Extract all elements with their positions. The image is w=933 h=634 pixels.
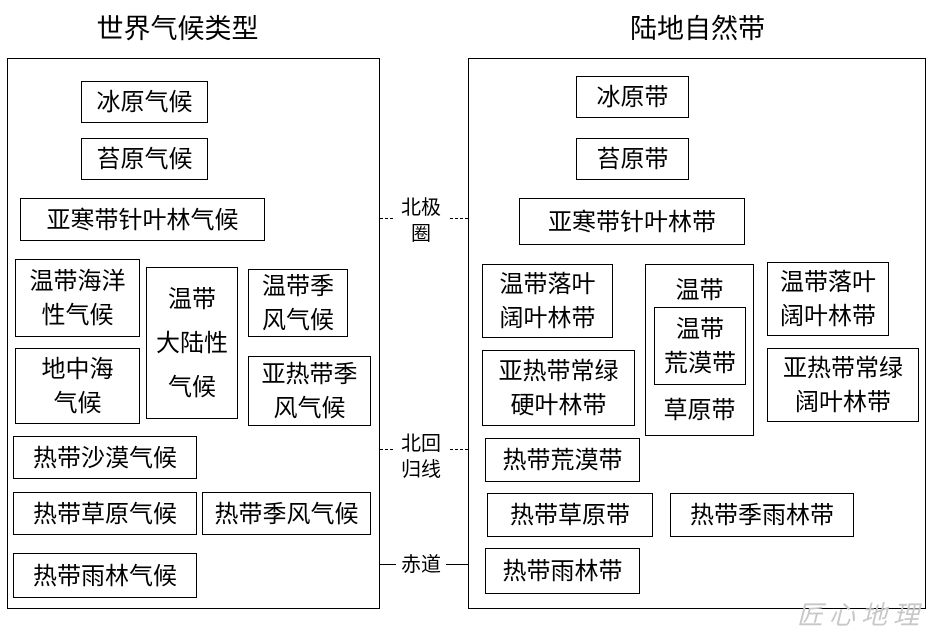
natural-zones-title: 陆地自然带 [630, 14, 765, 45]
temperate-monsoon-climate-box: 温带季 风气候 [248, 269, 348, 337]
subtropical-evergreen-zone-box: 亚热带常绿 阔叶林带 [767, 348, 919, 422]
temperate-steppe-zone-label: 草原带 [663, 396, 736, 424]
subtropical-monsoon-climate-box: 亚热带季 风气候 [248, 356, 371, 426]
subtropical-sclerophyll-zone-box: 亚热带常绿 硬叶林带 [482, 350, 635, 426]
temperate-continental-climate-box: 温带 大陆性 气候 [146, 267, 238, 419]
ice-cap-zone-box: 冰原带 [576, 76, 689, 118]
tropical-rainforest-zone-box: 热带雨林带 [485, 548, 640, 594]
ice-cap-climate-box: 冰原气候 [81, 81, 208, 123]
temperate-deciduous-zone-left-box: 温带落叶 阔叶林带 [482, 264, 613, 338]
watermark: 匠心地理 [796, 601, 925, 631]
temperate-desert-zone-box: 温带 荒漠带 [654, 307, 746, 385]
temperate-group-top-label: 温带 [675, 276, 724, 304]
arctic-circle-label: 北极 圈 [393, 194, 449, 246]
natural-zones-panel [468, 58, 926, 609]
subarctic-climate-box: 亚寒带针叶林气候 [20, 198, 265, 241]
temperate-oceanic-climate-box: 温带海洋 性气候 [15, 259, 140, 337]
tropic-of-cancer-label: 北回 归线 [393, 430, 449, 482]
tundra-climate-box: 苔原气候 [81, 138, 208, 180]
equator-label: 赤道 [396, 551, 446, 577]
climate-types-title: 世界气候类型 [96, 14, 259, 45]
tropical-monsoon-forest-zone-box: 热带季雨林带 [670, 493, 854, 537]
tropical-savanna-zone-box: 热带草原带 [487, 493, 653, 537]
temperate-deciduous-zone-right-box: 温带落叶 阔叶林带 [767, 262, 889, 336]
tropical-desert-climate-box: 热带沙漠气候 [13, 436, 197, 479]
tundra-zone-box: 苔原带 [576, 138, 689, 180]
climate-types-panel [7, 58, 380, 609]
temperate-group-box: 温带 温带 荒漠带 草原带 [645, 264, 754, 436]
tropical-desert-zone-box: 热带荒漠带 [485, 438, 640, 482]
tropical-savanna-climate-box: 热带草原气候 [13, 492, 197, 535]
taiga-zone-box: 亚寒带针叶林带 [519, 198, 745, 245]
tropical-monsoon-climate-box: 热带季风气候 [202, 492, 371, 535]
tropical-rainforest-climate-box: 热带雨林气候 [13, 553, 197, 598]
mediterranean-climate-box: 地中海 气候 [15, 348, 140, 424]
